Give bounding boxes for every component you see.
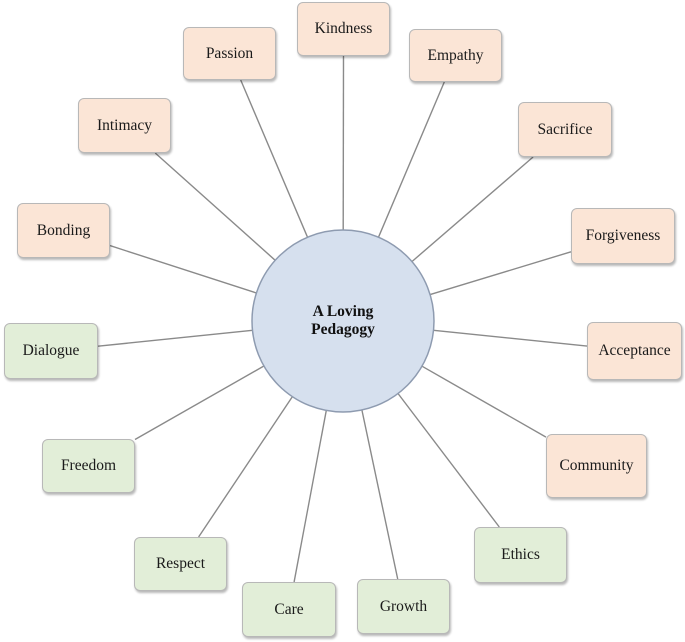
connector-care bbox=[293, 410, 327, 583]
connector-respect bbox=[198, 396, 293, 538]
connector-community bbox=[421, 365, 547, 438]
node-passion: Passion bbox=[183, 27, 276, 80]
connector-freedom bbox=[134, 365, 265, 441]
connector-growth bbox=[361, 409, 399, 580]
node-intimacy: Intimacy bbox=[78, 98, 171, 153]
node-bonding: Bonding bbox=[17, 203, 110, 258]
connector-ethics bbox=[397, 393, 500, 528]
connector-passion bbox=[240, 79, 309, 238]
node-growth: Growth bbox=[357, 579, 450, 634]
node-freedom: Freedom bbox=[42, 439, 135, 493]
center-label: A Loving Pedagogy bbox=[311, 303, 375, 338]
connector-acceptance bbox=[433, 329, 588, 347]
node-sacrifice: Sacrifice bbox=[518, 102, 612, 157]
node-community: Community bbox=[546, 434, 647, 498]
node-dialogue: Dialogue bbox=[4, 323, 98, 379]
center-circle bbox=[251, 229, 435, 413]
node-care: Care bbox=[242, 582, 336, 637]
connector-sacrifice bbox=[411, 156, 534, 263]
connector-intimacy bbox=[154, 152, 276, 261]
node-empathy: Empathy bbox=[409, 29, 502, 82]
connector-lines bbox=[97, 55, 588, 583]
node-acceptance: Acceptance bbox=[587, 322, 682, 380]
connector-dialogue bbox=[97, 329, 253, 347]
node-respect: Respect bbox=[134, 537, 227, 591]
connector-empathy bbox=[377, 81, 445, 238]
node-ethics: Ethics bbox=[474, 527, 567, 583]
node-kindness: Kindness bbox=[297, 2, 390, 56]
node-forgiveness: Forgiveness bbox=[571, 208, 675, 264]
connector-forgiveness bbox=[429, 251, 572, 296]
connector-bonding bbox=[109, 244, 257, 294]
